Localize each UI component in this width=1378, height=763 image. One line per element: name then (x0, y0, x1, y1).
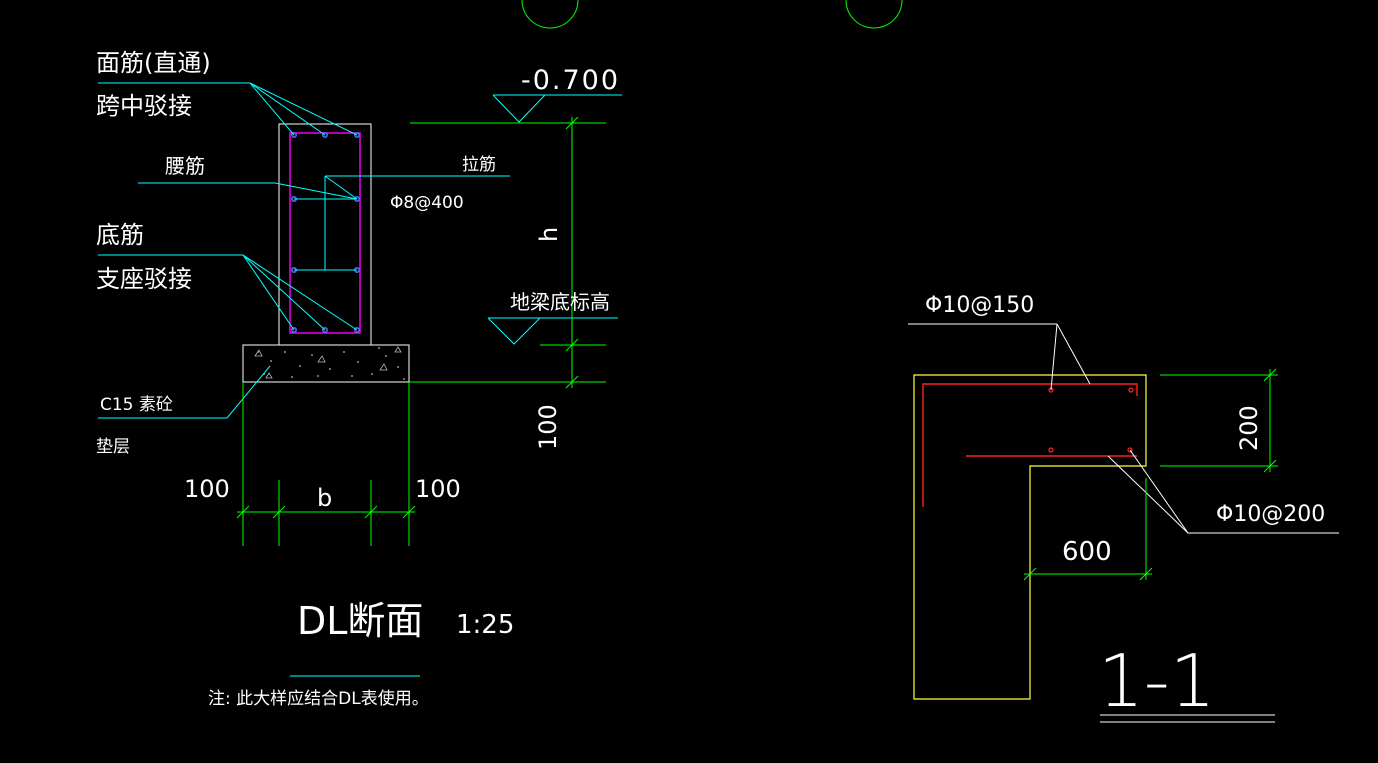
leader-waist-1 (274, 182, 358, 200)
rebar-bottom-right (353, 326, 360, 333)
elev-top-triangle (492, 94, 546, 123)
tick-h-top (565, 116, 579, 130)
label-bottom-bar-splice: 支座驳接 (96, 265, 192, 293)
leader-top-1 (249, 82, 295, 136)
label-waist-bar: 腰筋 (165, 154, 205, 178)
label-cushion: 垫层 (96, 437, 130, 457)
slab-bottom-rebar-label: Φ10@200 (1216, 502, 1325, 527)
leader-top-3 (249, 82, 358, 136)
leader-bottom-1 (242, 254, 295, 331)
elev-bottom-triangle (487, 317, 541, 345)
elevation-markers (487, 94, 622, 345)
dim-width: b (317, 484, 332, 512)
rebar-bottom-mid (321, 326, 328, 333)
dim-right-offset: 100 (415, 475, 461, 503)
cushion-hatch (257, 347, 405, 380)
tick-b3 (364, 505, 378, 519)
leader-bottom-3 (242, 254, 358, 331)
leader-lines (98, 82, 510, 419)
rebar-dots (290, 132, 360, 333)
section-1-1: Φ10@150 Φ10@200 200 600 1-1 (908, 293, 1339, 723)
label-top-bar: 面筋(直通) (96, 49, 211, 77)
rebar-top-right (353, 132, 360, 139)
tick-h-bot (565, 338, 579, 352)
section-title: DL断面 (297, 599, 423, 643)
leader-tie-1 (324, 175, 358, 200)
section-note: 注: 此大样应结合DL表使用。 (208, 688, 429, 709)
axis-bubble-left (521, 0, 579, 29)
dim-height-label: h (535, 227, 563, 242)
leader-cushion-1 (226, 365, 271, 419)
slab-rebar-dots (1048, 387, 1134, 453)
dl-section: 面筋(直通) 跨中驳接 腰筋 拉筋 Φ8@400 底筋 支座驳接 C15 素砼 … (96, 49, 622, 709)
tick-b2 (272, 505, 286, 519)
label-tie-spec: Φ8@400 (390, 193, 464, 213)
rebar-top-bent (922, 383, 1138, 507)
slab-outline (913, 374, 1147, 700)
axis-bubbles (521, 0, 903, 29)
rebar-top-left (290, 132, 297, 139)
tick-c-bot (565, 375, 579, 389)
label-cushion-grade: C15 素砼 (100, 395, 173, 415)
slab-leaders (908, 323, 1339, 534)
cushion-layer (242, 344, 410, 383)
axis-bubble-right (845, 0, 903, 29)
title-underline (1100, 714, 1275, 723)
cushion-hatch-triangles (254, 346, 402, 379)
slab-top-rebar-label: Φ10@150 (925, 293, 1034, 318)
rebar-top-mid (321, 132, 328, 139)
tick-b1 (236, 505, 250, 519)
slab-section-title: 1-1 (1098, 639, 1216, 723)
dimension-lines (236, 116, 606, 546)
slab-dimensions (1023, 368, 1278, 581)
label-tie-bar: 拉筋 (462, 155, 496, 175)
elevation-bottom-label: 地梁底标高 (510, 290, 610, 314)
leader-top-2 (249, 82, 326, 136)
dim-left-offset: 100 (184, 475, 230, 503)
elevation-top-value: -0.700 (521, 65, 620, 96)
slab-length-label: 600 (1062, 537, 1112, 567)
label-bottom-bar: 底筋 (96, 221, 144, 249)
tick-b4 (402, 505, 416, 519)
slab-thickness-label: 200 (1235, 405, 1263, 451)
leader-bottom-2 (242, 254, 326, 331)
rebar-bottom-left (290, 326, 297, 333)
section-scale: 1:25 (456, 610, 514, 640)
label-top-bar-splice: 跨中驳接 (96, 92, 192, 120)
dim-cushion-label: 100 (534, 404, 562, 450)
